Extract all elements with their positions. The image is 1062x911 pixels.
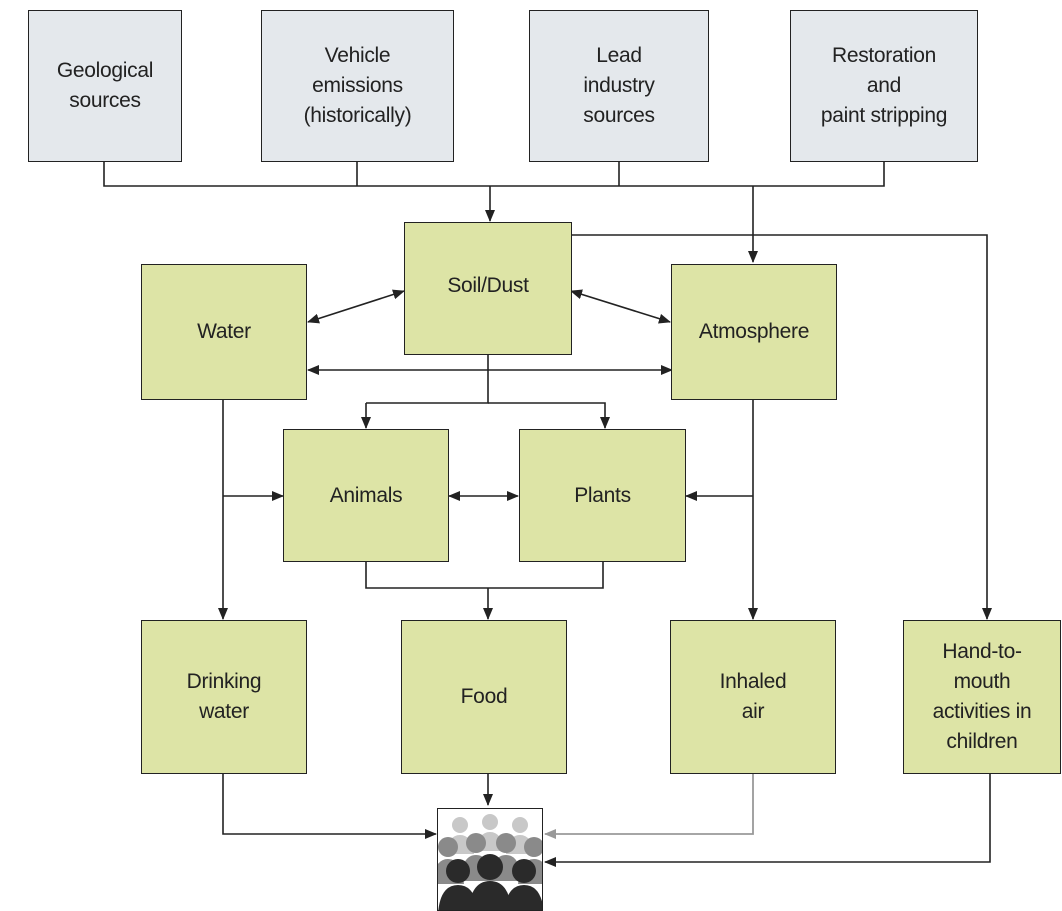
- box-drinking-water: Drinking water: [141, 620, 307, 774]
- connector-inhaled-to-people: [544, 774, 754, 839]
- box-label: Geological sources: [56, 59, 154, 112]
- box-label: Food: [460, 685, 508, 708]
- box-atmosphere: Atmosphere: [671, 264, 837, 400]
- box-label: Vehicle emissions (historically): [303, 44, 412, 127]
- connector-biota-bar: [365, 562, 604, 589]
- crowd-silhouette-icon: [437, 808, 543, 911]
- box-label: Lead industry sources: [583, 44, 655, 127]
- connector-soil-to-hand-to-mouth: [572, 234, 992, 620]
- box-water: Water: [141, 264, 307, 400]
- box-animals: Animals: [283, 429, 449, 562]
- box-geological-sources: Geological sources: [28, 10, 182, 162]
- box-label: Water: [197, 320, 251, 343]
- box-label: Plants: [574, 483, 631, 507]
- box-label: Atmosphere: [698, 320, 810, 343]
- box-label: Inhaled air: [719, 670, 787, 723]
- box-inhaled-air: Inhaled air: [670, 620, 836, 774]
- box-restoration: Restoration and paint stripping: [790, 10, 978, 162]
- connector-hand-to-people: [544, 774, 991, 867]
- box-vehicle-emissions: Vehicle emissions (historically): [261, 10, 454, 162]
- box-label: Animals: [329, 483, 403, 507]
- box-label: Soil/Dust: [447, 274, 529, 297]
- connector-soil-to-plants: [488, 402, 610, 429]
- box-label: Drinking water: [186, 670, 262, 723]
- connector-drinking-to-people: [222, 774, 437, 839]
- box-lead-industry: Lead industry sources: [529, 10, 709, 162]
- box-hand-to-mouth: Hand-to- mouth activities in children: [903, 620, 1061, 774]
- box-food: Food: [401, 620, 567, 774]
- connector-soil-water: [307, 289, 405, 324]
- connector-soil-down: [366, 355, 489, 404]
- box-soil-dust: Soil/Dust: [404, 222, 572, 355]
- box-label: Hand-to- mouth activities in children: [932, 640, 1032, 753]
- box-plants: Plants: [519, 429, 686, 562]
- connector-soil-atmosphere: [570, 289, 671, 324]
- box-label: Restoration and paint stripping: [820, 44, 948, 127]
- connector-sources-bar: [103, 162, 885, 187]
